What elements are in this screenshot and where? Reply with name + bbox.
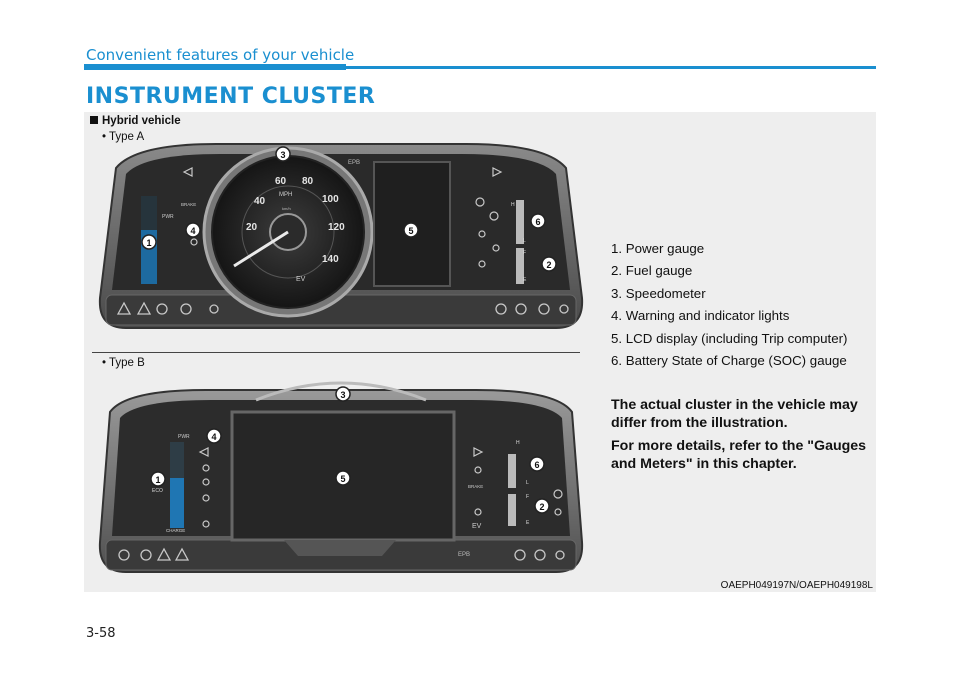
speedo-label-40: 40 (254, 196, 266, 207)
l-label-b: L (526, 480, 529, 486)
figure-heading: Hybrid vehicle (90, 115, 181, 127)
cluster-note: The actual cluster in the vehicle may di… (611, 397, 873, 479)
type-b-label: • Type B (102, 357, 145, 369)
note-line: The actual cluster in the vehicle may di… (611, 397, 858, 431)
warning-light-row-icons-b (118, 547, 565, 561)
epb-label-b: EPB (458, 552, 470, 558)
square-bullet-icon (90, 116, 98, 124)
pwr-label-a: PWR (162, 214, 174, 220)
warning-light-row-icons (116, 301, 569, 315)
brake-label-b: BRAKE (468, 484, 483, 489)
callout-markers-a: 1 2 3 4 5 6 (141, 146, 557, 272)
eco-label-b: ECO (152, 488, 163, 494)
callout-legend: 1. Power gauge 2. Fuel gauge 3. Speedome… (611, 240, 848, 374)
cluster-type-b-illustration: PWR ECO CHARGE BRAKE EV EPB H L F E 1 2 … (96, 372, 586, 582)
note-line: For more details, refer to the "Gauges a… (611, 438, 867, 472)
callout-1-a: 1 (146, 238, 151, 248)
callout-6-b: 6 (534, 460, 539, 470)
ev-label: EV (296, 276, 306, 283)
f-label-b: F (526, 494, 529, 500)
header-rule (84, 66, 876, 69)
f-label-a: F (523, 250, 526, 256)
legend-item: 2. Fuel gauge (611, 263, 693, 279)
callout-3-b: 3 (340, 390, 345, 400)
epb-label-a: EPB (348, 160, 360, 166)
pwr-label-b: PWR (178, 434, 190, 440)
figure-code: OAEPH049197N/OAEPH049198L (720, 580, 873, 591)
callout-1-b: 1 (155, 475, 160, 485)
callout-4-b: 4 (211, 432, 216, 442)
speedo-unit: MPH (279, 192, 292, 198)
ev-label-b: EV (472, 523, 482, 530)
callout-4-a: 4 (190, 226, 195, 236)
page-title: INSTRUMENT CLUSTER (86, 84, 376, 109)
speedo-label-20: 20 (246, 222, 258, 233)
e-label-a: E (523, 277, 527, 283)
l-label-a: L (523, 238, 526, 244)
callout-6-a: 6 (535, 217, 540, 227)
callout-5-b: 5 (340, 474, 345, 484)
speedo-label-60: 60 (275, 176, 287, 187)
charge-label-b: CHARGE (166, 528, 185, 533)
side-indicator-icons-a (182, 167, 503, 268)
legend-item: 6. Battery State of Charge (SOC) gauge (611, 352, 847, 368)
callout-2-b: 2 (539, 502, 544, 512)
callout-markers-b: 1 2 3 4 5 6 (150, 386, 550, 514)
figure-divider (92, 352, 580, 353)
speedo-label-100: 100 (322, 194, 339, 205)
callout-2-a: 2 (546, 260, 551, 270)
speedo-label-80: 80 (302, 176, 314, 187)
cluster-type-a-illustration: 20 40 60 80 100 120 140 MPH km/h EV PWR … (96, 138, 586, 338)
brake-label-a: BRAKE (181, 202, 196, 207)
speedo-label-120: 120 (328, 222, 345, 233)
type-a-label: • Type A (102, 131, 145, 143)
speedo-inner-unit: km/h (282, 206, 291, 211)
figure-heading-text: Hybrid vehicle (102, 115, 181, 127)
e-label-b: E (526, 520, 530, 526)
legend-item: 5. LCD display (including Trip computer) (611, 330, 848, 346)
callout-5-a: 5 (408, 226, 413, 236)
page-number: 3-58 (86, 626, 116, 641)
h-label-b: H (516, 440, 520, 446)
h-label-a: H (511, 202, 515, 208)
side-indicator-icons-b (198, 447, 563, 528)
callout-3-a: 3 (280, 150, 285, 160)
header-rule-accent (84, 64, 346, 70)
speedo-label-140: 140 (322, 254, 339, 265)
legend-item: 3. Speedometer (611, 285, 706, 301)
section-header: Convenient features of your vehicle (86, 46, 355, 64)
legend-item: 1. Power gauge (611, 241, 705, 256)
legend-item: 4. Warning and indicator lights (611, 308, 790, 324)
